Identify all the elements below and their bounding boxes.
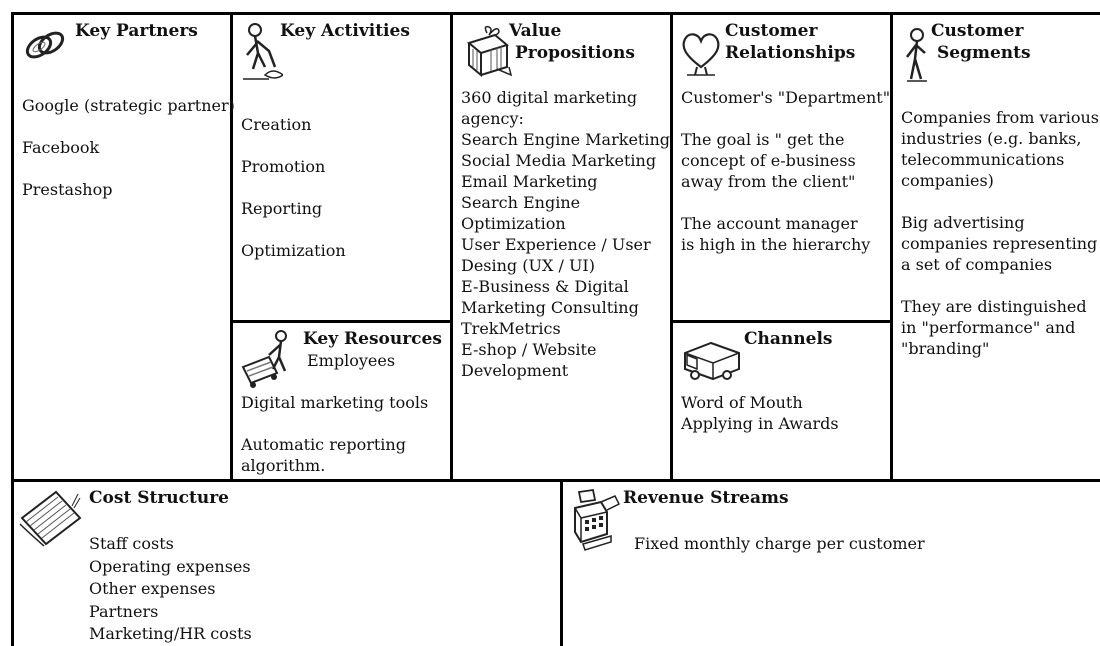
left-border <box>11 12 14 646</box>
channels-block: Channels Word of Mouth Applying in Award… <box>673 323 890 479</box>
customer-relationships-item: Customer's "Department" <box>681 88 891 107</box>
divider-activities-resources <box>231 320 452 323</box>
value-propositions-block: Value Propositions 360 digital marketing… <box>453 15 670 479</box>
key-activity-item: Reporting <box>241 199 323 218</box>
cost-item: Staff costs <box>89 534 174 553</box>
value-proposition-line: 360 digital marketing <box>461 88 638 107</box>
value-propositions-list: 360 digital marketing agency: Search Eng… <box>461 87 670 381</box>
value-proposition-line: Optimization <box>461 214 566 233</box>
key-activity-item: Creation <box>241 115 312 134</box>
cash-register-icon <box>571 488 623 554</box>
customer-relationships-title-line1: Customer <box>725 21 818 41</box>
customer-segments-block: Customer Segments Companies from various… <box>893 15 1100 479</box>
channels-title: Channels <box>744 329 833 349</box>
customer-relationships-item: The goal is " get the concept of e-busin… <box>681 130 856 191</box>
top-border <box>12 12 1100 15</box>
value-proposition-line: Marketing Consulting <box>461 298 639 317</box>
revenue-streams-block: Revenue Streams Fixed monthly charge per… <box>563 482 1100 646</box>
divider-relationships-segments <box>890 12 893 481</box>
customer-segments-item: Companies from various industries (e.g. … <box>901 108 1099 190</box>
revenue-streams-title: Revenue Streams <box>623 488 789 508</box>
revenue-item: Fixed monthly charge per customer <box>634 534 925 553</box>
customer-relationships-item: The account manager is high in the hiera… <box>681 214 871 254</box>
key-resources-list: Digital marketing tools Automatic report… <box>241 392 446 476</box>
cost-structure-block: Cost Structure Staff costs Operating exp… <box>14 482 560 646</box>
value-proposition-line: E-shop / Website <box>461 340 597 359</box>
divider-propositions-relationships <box>670 12 673 481</box>
channels-list: Word of Mouth Applying in Awards <box>681 392 839 434</box>
key-partners-title: Key Partners <box>75 21 198 41</box>
cost-item: Other expenses <box>89 579 216 598</box>
key-activities-block: Key Activities Creation Promotion Report… <box>233 15 450 320</box>
key-resource-item: Digital marketing tools <box>241 393 429 412</box>
key-resources-title: Key Resources <box>303 329 442 349</box>
key-partner-item: Prestashop <box>22 180 113 199</box>
value-proposition-line: E-Business & Digital <box>461 277 629 296</box>
value-proposition-line: Desing (UX / UI) <box>461 256 595 275</box>
value-proposition-line: Search Engine Marketing <box>461 130 670 149</box>
worker-digging-icon <box>239 21 283 83</box>
worker-with-cart-icon <box>241 327 297 389</box>
key-partners-block: Key Partners Google (strategic partner) … <box>14 15 235 479</box>
key-resources-subtitle: Employees <box>307 351 396 370</box>
key-partners-list: Google (strategic partner) Facebook Pres… <box>22 85 235 211</box>
value-propositions-title-line1: Value <box>509 21 562 41</box>
customer-relationships-title-line2: Relationships <box>725 43 856 63</box>
divider-cost-revenue <box>560 480 563 646</box>
key-activities-list: Creation Promotion Reporting Optimizatio… <box>241 104 346 272</box>
cost-structure-title: Cost Structure <box>89 488 229 508</box>
customer-relationships-block: Customer Relationships Customer's "Depar… <box>673 15 890 320</box>
key-activity-item: Optimization <box>241 241 346 260</box>
key-activities-title: Key Activities <box>280 21 410 41</box>
customer-segments-title-line1: Customer <box>931 21 1024 41</box>
cost-structure-list: Staff costs Operating expenses Other exp… <box>89 533 252 646</box>
gift-box-icon <box>461 23 513 77</box>
key-partner-item: Google (strategic partner) <box>22 96 235 115</box>
value-proposition-line: Search Engine <box>461 193 581 212</box>
cost-item: Marketing/HR costs <box>89 624 252 643</box>
revenue-streams-list: Fixed monthly charge per customer <box>634 533 925 555</box>
key-partner-item: Facebook <box>22 138 100 157</box>
cost-item: Partners <box>89 601 159 621</box>
value-proposition-line: Development <box>461 361 569 380</box>
value-proposition-line: User Experience / User <box>461 235 651 254</box>
heart-icon <box>679 29 723 77</box>
cost-item: Operating expenses <box>89 556 251 576</box>
chain-links-icon <box>22 23 68 69</box>
customer-segments-title-line2: Segments <box>937 43 1031 63</box>
divider-activities-propositions <box>450 12 453 481</box>
key-resources-block: Key Resources Employees Digital marketin… <box>233 323 450 479</box>
divider-relationships-channels <box>671 320 892 323</box>
value-propositions-title-line2: Propositions <box>515 43 635 63</box>
key-activity-item: Promotion <box>241 157 326 176</box>
middle-border <box>12 479 1100 482</box>
delivery-truck-icon <box>681 335 741 383</box>
customer-segments-item: They are distinguished in "performance" … <box>901 297 1087 358</box>
channel-item: Applying in Awards <box>681 414 839 433</box>
value-proposition-line: Email Marketing <box>461 172 598 191</box>
key-resource-item: Automatic reporting algorithm. <box>241 435 406 475</box>
receipt-papers-icon <box>18 488 84 548</box>
divider-partners-activities <box>230 12 233 481</box>
value-proposition-line: agency: <box>461 109 524 128</box>
customer-segments-item: Big advertising companies representing a… <box>901 213 1098 274</box>
value-proposition-line: TrekMetrics <box>461 319 561 338</box>
person-icon <box>903 27 931 83</box>
channel-item: Word of Mouth <box>681 393 803 412</box>
value-proposition-line: Social Media Marketing <box>461 151 657 170</box>
